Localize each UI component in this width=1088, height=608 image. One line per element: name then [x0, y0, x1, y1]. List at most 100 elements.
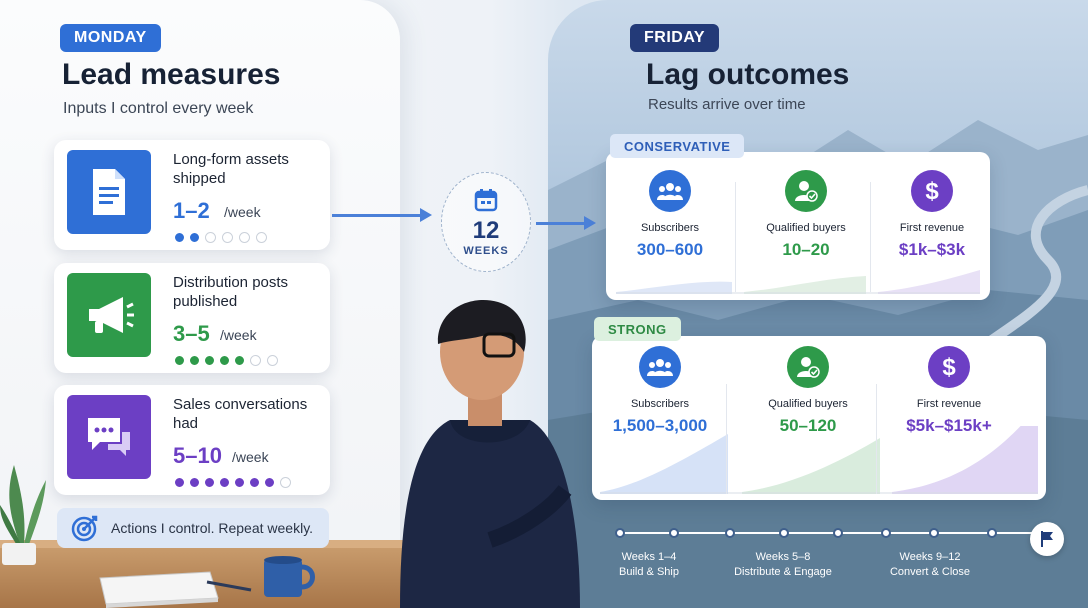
progress-dot-empty [239, 232, 250, 243]
mug-icon [264, 556, 315, 597]
arrow-head [420, 208, 432, 222]
progress-dot-empty [267, 355, 278, 366]
lead-card-unit: /week [220, 327, 257, 343]
metric-label: First revenue [916, 398, 982, 410]
lead-card-title: Distribution posts published [173, 274, 289, 310]
arrow-head [584, 216, 596, 230]
metric-label: Subscribers [640, 222, 700, 234]
monday-tag: MONDAY [60, 24, 161, 52]
progress-dot-filled [220, 478, 229, 487]
metric-subscribers: Subscribers 1,500–3,000 [598, 346, 722, 436]
lag-outcomes-subtitle: Results arrive over time [648, 96, 806, 113]
friday-tag: FRIDAY [630, 24, 720, 52]
metric-value: 10–20 [782, 240, 830, 259]
metric-label: Subscribers [630, 398, 690, 410]
calendar-icon [474, 189, 498, 212]
svg-text:$: $ [942, 354, 956, 381]
progress-dots [175, 355, 278, 366]
timeline-weeks: Weeks 9–12 [899, 551, 961, 563]
lag-outcomes-title: Lag outcomes [646, 58, 850, 91]
metric-label: Qualified buyers [766, 222, 846, 234]
arrow-to-weeks [332, 214, 422, 217]
pen-icon [206, 580, 252, 592]
dollar-icon: $ [928, 346, 970, 388]
timeline-phase: Convert & Close [889, 566, 971, 578]
finish-flag-button[interactable] [1030, 522, 1064, 556]
timeline-dot [987, 528, 997, 538]
progress-dot-filled [175, 478, 184, 487]
dollar-icon: $ [911, 170, 953, 212]
progress-dots [175, 477, 291, 488]
progress-dot-filled [190, 356, 199, 365]
strong-tag: STRONG [594, 317, 681, 341]
progress-dot-filled [205, 356, 214, 365]
verified-user-icon [787, 346, 829, 388]
lead-card-title: Long-form assets shipped [173, 151, 289, 187]
actions-note-text: Actions I control. Repeat weekly. [111, 520, 314, 536]
lead-measures-title: Lead measures [62, 58, 281, 91]
lead-card-value: 5–10 [173, 443, 222, 468]
lead-card-value: 3–5 [173, 321, 210, 346]
progress-dot-filled [205, 478, 214, 487]
metric-first-revenue: $ First revenue $5k–$15k+ [892, 346, 1006, 436]
column-divider [735, 182, 736, 292]
progress-dot-filled [265, 478, 274, 487]
lead-card-unit: /week [232, 449, 269, 465]
progress-dot-filled [235, 478, 244, 487]
timeline-weeks: Weeks 5–8 [755, 551, 811, 563]
metric-value: 1,500–3,000 [612, 416, 708, 435]
conservative-tag: CONSERVATIVE [610, 134, 745, 158]
lead-card-title: Sales conversations had [173, 396, 308, 432]
lead-card-sales: Sales conversations had 5–10 /week [54, 385, 330, 495]
conservative-trend-chart [616, 270, 980, 294]
lead-card-distribution: Distribution posts published 3–5 /week [54, 263, 330, 373]
chat-bubbles-icon [67, 395, 151, 479]
flag-icon [1041, 531, 1053, 547]
timeline-dot [669, 528, 679, 538]
timeline-weeks: Weeks 1–4 [621, 551, 677, 563]
progress-dot-empty [280, 477, 291, 488]
timeline-phase-2: Weeks 5–8 Distribute & Engage [718, 550, 848, 580]
metric-qualified-buyers: Qualified buyers 50–120 [748, 346, 868, 436]
target-icon [71, 515, 98, 542]
metric-label: Qualified buyers [768, 398, 848, 410]
column-divider [870, 182, 871, 292]
progress-dot-filled [250, 478, 259, 487]
svg-text:$: $ [925, 178, 939, 205]
metric-first-revenue: $ First revenue $1k–$3k [878, 170, 986, 260]
metric-value: $5k–$15k+ [906, 416, 992, 435]
timeline-dot [929, 528, 939, 538]
timeline-phase: Distribute & Engage [734, 566, 832, 578]
progress-dot-filled [190, 233, 199, 242]
people-icon [649, 170, 691, 212]
timeline-dot [833, 528, 843, 538]
timeline-dot [779, 528, 789, 538]
lead-card-value: 1–2 [173, 198, 210, 223]
metric-subscribers: Subscribers 300–600 [614, 170, 726, 260]
weeks-indicator: 12 WEEKS [441, 172, 531, 272]
notebook-icon [99, 571, 219, 608]
progress-dot-empty [222, 232, 233, 243]
person-illustration [400, 299, 580, 608]
metric-label: First revenue [899, 222, 965, 234]
document-icon [67, 150, 151, 234]
actions-note: Actions I control. Repeat weekly. [57, 508, 329, 548]
verified-user-icon [785, 170, 827, 212]
metric-value: 300–600 [636, 240, 704, 259]
people-icon [639, 346, 681, 388]
lead-card-long-form: Long-form assets shipped 1–2 /week [54, 140, 330, 250]
timeline-dot [881, 528, 891, 538]
column-divider [726, 384, 727, 494]
column-divider [876, 384, 877, 494]
weeks-number: 12 [472, 217, 500, 244]
timeline-phase-1: Weeks 1–4 Build & Ship [584, 550, 714, 580]
progress-dot-empty [256, 232, 267, 243]
progress-dot-filled [190, 478, 199, 487]
progress-dot-filled [175, 233, 184, 242]
timeline-phase-3: Weeks 9–12 Convert & Close [865, 550, 995, 580]
metric-value: $1k–$3k [898, 240, 966, 259]
timeline-dot [615, 528, 625, 538]
arrow-to-outcomes [536, 222, 586, 225]
progress-dot-filled [220, 356, 229, 365]
progress-dot-filled [175, 356, 184, 365]
